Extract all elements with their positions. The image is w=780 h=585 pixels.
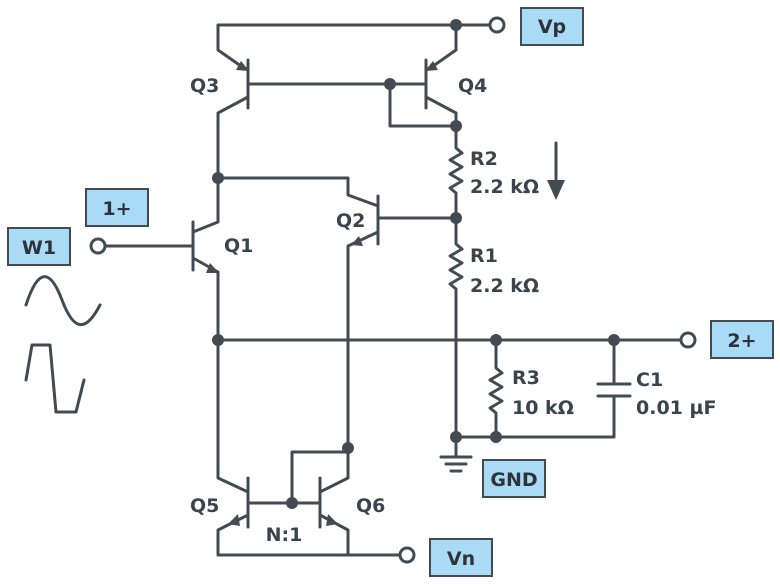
svg-text:R1: R1 <box>470 245 498 267</box>
vp-rail <box>216 19 492 66</box>
svg-text:N:1: N:1 <box>266 524 303 546</box>
svg-text:1+: 1+ <box>102 198 131 220</box>
svg-text:10 kΩ: 10 kΩ <box>512 397 574 419</box>
svg-text:Vp: Vp <box>538 16 566 38</box>
sine-wave-icon <box>24 275 102 327</box>
svg-text:Q5: Q5 <box>190 495 219 517</box>
square-wave-icon <box>24 343 86 414</box>
output-terminal-2plus[interactable]: 2+ <box>679 320 774 359</box>
resistor-r3: R3 10 kΩ <box>488 338 574 439</box>
mirror-bottom-base: N:1 <box>246 450 350 546</box>
input-terminal-1plus[interactable]: 1+ <box>85 188 149 255</box>
ground-icon <box>439 338 502 473</box>
transistor-q5: Q5 <box>190 338 402 557</box>
svg-text:C1: C1 <box>636 369 663 391</box>
svg-text:R3: R3 <box>512 367 540 389</box>
capacitor-c1: C1 0.01 µF <box>454 338 716 439</box>
svg-text:R2: R2 <box>470 148 498 170</box>
transistor-q6: Q6 <box>318 442 385 557</box>
svg-text:Q2: Q2 <box>336 210 365 232</box>
resistor-r1: R1 2.2 kΩ <box>448 216 539 342</box>
mirror-base-line <box>246 78 462 132</box>
transistor-q3: Q3 <box>190 58 250 180</box>
gnd-tag[interactable]: GND <box>482 459 546 498</box>
w1-source-tag[interactable]: W1 <box>7 227 71 266</box>
svg-text:2.2 kΩ: 2.2 kΩ <box>470 275 539 297</box>
vp-terminal[interactable]: Vp <box>488 7 584 46</box>
svg-text:2+: 2+ <box>727 330 756 352</box>
svg-text:Q1: Q1 <box>224 235 253 257</box>
vn-terminal[interactable]: Vn <box>398 538 493 577</box>
svg-text:Vn: Vn <box>447 548 475 570</box>
svg-text:Q3: Q3 <box>190 75 219 97</box>
svg-text:GND: GND <box>490 469 537 491</box>
output-bus <box>212 334 682 346</box>
svg-text:0.01 µF: 0.01 µF <box>636 397 716 419</box>
svg-text:2.2 kΩ: 2.2 kΩ <box>470 176 539 198</box>
transistor-q4: Q4 <box>424 58 487 128</box>
transistor-q2: Q2 <box>212 172 458 450</box>
current-arrow-icon <box>547 141 565 200</box>
svg-text:Q4: Q4 <box>458 75 487 97</box>
transistor-q1: Q1 <box>103 176 253 342</box>
svg-text:Q6: Q6 <box>356 495 385 517</box>
svg-text:W1: W1 <box>22 237 56 259</box>
resistor-r2: R2 2.2 kΩ <box>448 124 539 220</box>
